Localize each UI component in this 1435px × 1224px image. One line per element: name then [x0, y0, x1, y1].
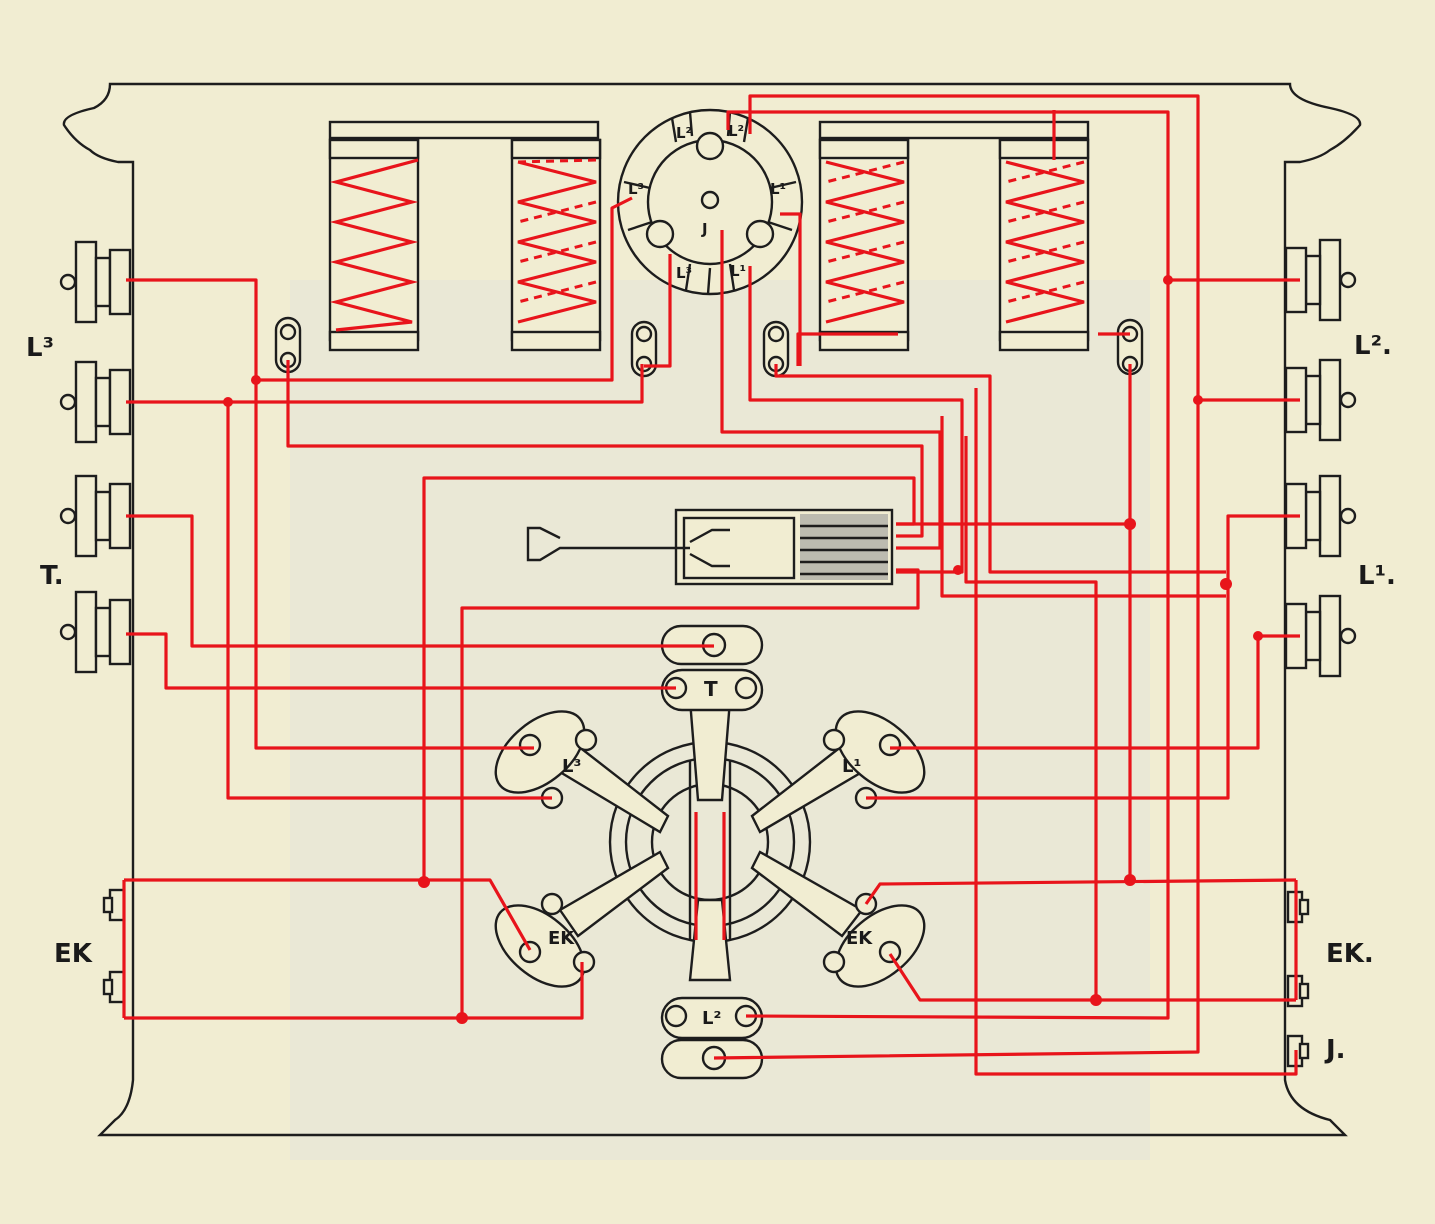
terminal-post-left-1: [59, 240, 132, 324]
plug-switch: [526, 508, 894, 586]
hub-label-l2a: L²: [676, 124, 692, 142]
label-left-l3: L³: [26, 333, 54, 363]
label-right-l2: L².: [1354, 331, 1392, 361]
star-label-l2: L²: [702, 1008, 721, 1029]
label-right-j: J.: [1324, 1035, 1346, 1065]
label-left-ek: EK: [54, 939, 93, 969]
hub-label-l3a: L³: [628, 180, 644, 198]
star-label-l1: L¹: [842, 756, 861, 777]
hub-label-l1a: L¹: [770, 180, 786, 198]
right-terminal-posts: [1284, 238, 1357, 678]
coil-assembly-right: [818, 120, 1090, 352]
label-right-l1: L¹.: [1358, 561, 1396, 591]
terminal-post-right-2: [1284, 358, 1357, 442]
left-terminal-posts: [59, 240, 132, 674]
star-label-l3: L³: [562, 756, 581, 777]
hub-label-j: J: [701, 220, 708, 238]
junction-dots: [223, 275, 1263, 1024]
cabinet-outline: [62, 82, 1362, 1137]
hub-label-l2b: L²: [728, 122, 744, 140]
star-switch: T L³ L¹ EK EK L²: [494, 624, 926, 1080]
wiring: [122, 94, 1300, 1076]
label-left-t: T.: [40, 561, 64, 591]
terminal-post-left-4: [59, 590, 132, 674]
terminal-post-left-2: [59, 360, 132, 444]
label-right-ek: EK.: [1326, 939, 1374, 969]
star-label-ek-left: EK: [548, 928, 575, 949]
hub-label-l3b: L³: [676, 264, 692, 282]
coil-assembly-left: [328, 120, 602, 352]
star-label-ek-right: EK: [846, 928, 873, 949]
terminal-post-left-3: [59, 474, 132, 558]
top-rotary-switch: L² L² L³ L¹ L³ L¹ J: [616, 108, 804, 296]
star-label-t: T: [704, 677, 718, 701]
hub-label-l1b: L¹: [730, 262, 746, 280]
